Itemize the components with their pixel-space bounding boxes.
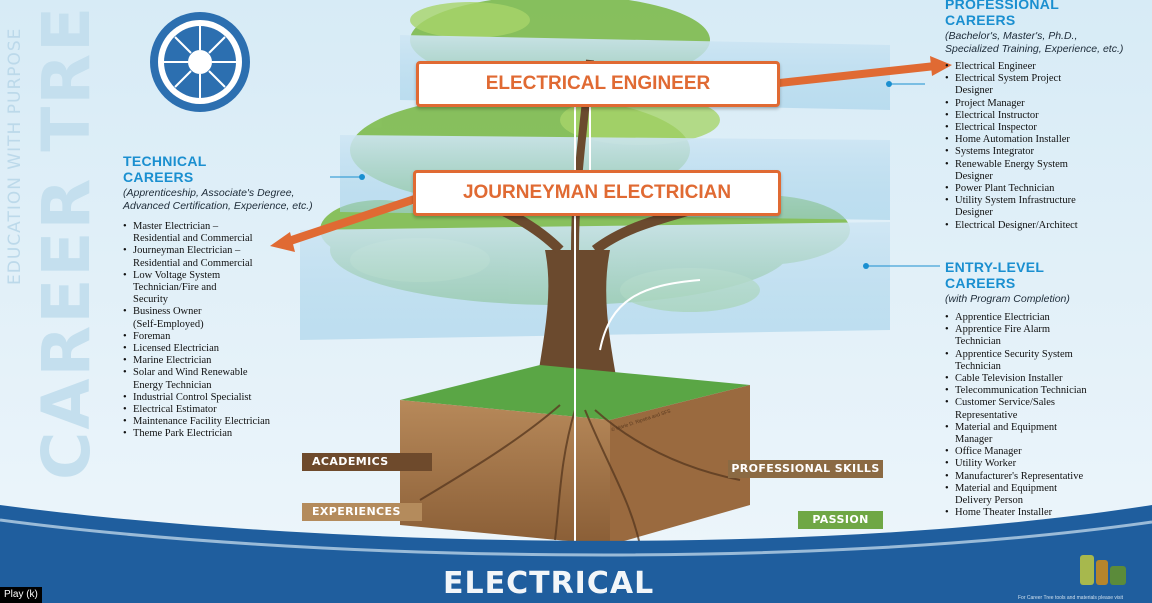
- list-item: Manufacturer's Representative: [945, 471, 1150, 483]
- journeyman-electrician-banner: JOURNEYMAN ELECTRICIAN: [413, 170, 781, 216]
- list-item: Theme Park Electrician: [123, 428, 338, 440]
- root-label-professional-skills: PROFESSIONAL SKILLS: [728, 460, 883, 478]
- list-item: Project Manager: [945, 98, 1150, 110]
- professional-careers-section: PROFESSIONAL CAREERS (Bachelor's, Master…: [945, 0, 1150, 232]
- list-item: Technician: [955, 336, 1001, 348]
- list-item: Utility Worker: [945, 458, 1150, 470]
- root-label-academics: ACADEMICS: [302, 453, 432, 471]
- list-item: Apprentice Security System: [945, 349, 1150, 361]
- list-item: Foreman: [123, 331, 338, 343]
- professional-subtitle-line1: (Bachelor's, Master's, Ph.D.,: [945, 30, 1078, 42]
- technical-heading-line1: TECHNICAL: [123, 153, 207, 169]
- technical-subtitle-line2: Advanced Certification, Experience, etc.…: [123, 200, 313, 212]
- professional-subtitle-line2: Specialized Training, Experience, etc.): [945, 43, 1124, 55]
- list-item: Licensed Electrician: [123, 343, 338, 355]
- list-item: Customer Service/Sales: [945, 397, 1150, 409]
- electrical-engineer-banner: ELECTRICAL ENGINEER: [416, 61, 780, 107]
- list-item: Apprentice Electrician: [945, 312, 1150, 324]
- list-item: Utility System Infrastructure: [945, 195, 1150, 207]
- list-item: Security: [133, 294, 168, 306]
- list-item: Designer: [955, 207, 993, 219]
- root-label-experiences: EXPERIENCES: [302, 503, 422, 521]
- professional-heading-line2: CAREERS: [945, 12, 1016, 28]
- list-item: Journeyman Electrician –: [123, 245, 338, 257]
- play-shortcut-tooltip: Play (k): [0, 587, 42, 603]
- list-item: Electrical Designer/Architect: [945, 220, 1150, 232]
- list-item: Electrical System Project: [945, 73, 1150, 85]
- list-item: Systems Integrator: [945, 146, 1150, 158]
- list-item: Technician: [955, 360, 1001, 372]
- list-item: Electrical Instructor: [945, 110, 1150, 122]
- list-item: Residential and Commercial: [133, 233, 253, 245]
- entry-heading-line1: ENTRY-LEVEL: [945, 259, 1045, 275]
- list-item: Electrical Estimator: [123, 404, 338, 416]
- root-label-passion: PASSION: [798, 511, 883, 529]
- list-item: Designer: [955, 170, 993, 182]
- technical-subtitle-line1: (Apprenticeship, Associate's Degree,: [123, 187, 295, 199]
- entry-heading-line2: CAREERS: [945, 275, 1016, 291]
- list-item: Designer: [955, 85, 993, 97]
- list-item: Electrical Engineer: [945, 61, 1150, 73]
- entry-level-careers-section: ENTRY-LEVEL CAREERS (with Program Comple…: [945, 259, 1150, 520]
- list-item: Technician/Fire and: [133, 282, 217, 294]
- list-item: Material and Equipment: [945, 422, 1150, 434]
- list-item: Home Automation Installer: [945, 134, 1150, 146]
- list-item: Marine Electrician: [123, 355, 338, 367]
- list-item: Power Plant Technician: [945, 183, 1150, 195]
- list-item: Master Electrician –: [123, 221, 338, 233]
- technical-careers-section: TECHNICAL CAREERS (Apprenticeship, Assoc…: [123, 153, 338, 441]
- list-item: Low Voltage System: [123, 270, 338, 282]
- side-title-tagline: EDUCATION WITH PURPOSE: [5, 27, 25, 285]
- list-item: Delivery Person: [955, 495, 1023, 507]
- entry-subtitle: (with Program Completion): [945, 293, 1070, 305]
- list-item: Material and Equipment: [945, 483, 1150, 495]
- footer-note: For Career Tree tools and materials plea…: [1018, 595, 1124, 601]
- list-item: Manager: [955, 434, 993, 446]
- list-item: Office Manager: [945, 446, 1150, 458]
- list-item: Renewable Energy System: [945, 159, 1150, 171]
- list-item: Maintenance Facility Electrician: [123, 416, 338, 428]
- list-item: (Self-Employed): [133, 318, 204, 330]
- list-item: Telecommunication Technician: [945, 385, 1150, 397]
- list-item: Industrial Control Specialist: [123, 392, 338, 404]
- professional-heading-line1: PROFESSIONAL: [945, 0, 1060, 12]
- list-item: Business Owner: [123, 306, 338, 318]
- list-item: Cable Television Installer: [945, 373, 1150, 385]
- technical-heading-line2: CAREERS: [123, 169, 194, 185]
- side-title-career-tree: CAREER TREE: [28, 0, 105, 480]
- list-item: Representative: [955, 409, 1018, 421]
- list-item: Apprentice Fire Alarm: [945, 324, 1150, 336]
- list-item: Energy Technician: [133, 379, 212, 391]
- footer-title: ELECTRICAL: [443, 566, 655, 601]
- list-item: Residential and Commercial: [133, 257, 253, 269]
- district-seal-logo: [150, 12, 250, 112]
- list-item: Solar and Wind Renewable: [123, 367, 338, 379]
- list-item: Home Theater Installer: [945, 507, 1150, 519]
- list-item: Electrical Inspector: [945, 122, 1150, 134]
